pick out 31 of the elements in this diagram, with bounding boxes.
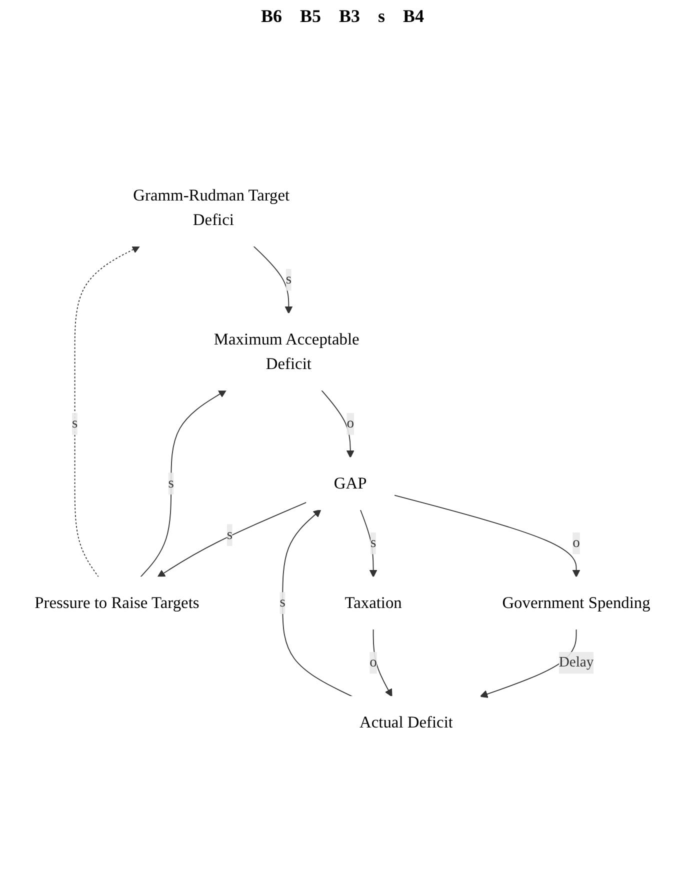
loop-label: s: [378, 6, 386, 27]
edge-label: Delay: [558, 654, 594, 670]
arrow: [157, 502, 308, 578]
node-text: Government Spending: [502, 593, 650, 612]
edge-label: s: [72, 416, 78, 432]
edge-label: s: [280, 594, 286, 610]
arrow: [282, 509, 353, 697]
loop-label: B3: [338, 6, 360, 27]
node-text: Taxation: [344, 593, 402, 612]
arrow: [321, 390, 354, 458]
arrow: [394, 494, 580, 578]
edge-label: o: [346, 416, 354, 432]
loop-label: B4: [403, 6, 424, 27]
edge-label: s: [226, 526, 233, 542]
loop-label: B6: [260, 6, 282, 27]
node-text: GAP: [334, 474, 367, 492]
arrow: [74, 246, 140, 578]
loop-label: B5: [300, 6, 321, 27]
arrow: [372, 628, 392, 697]
node-text: Gramm-Rudman Target Defici: [133, 186, 290, 229]
node-text: Actual Deficit: [360, 712, 453, 732]
node-text: Pressure to Raise Targets: [34, 593, 200, 612]
edge-label: s: [370, 535, 376, 551]
edge-label: s: [168, 475, 174, 491]
node-text: Maximum Acceptable Deficit: [214, 330, 360, 373]
edge-label: s: [286, 272, 292, 288]
arrow: [140, 390, 227, 578]
arrow: [252, 246, 293, 314]
edge-label: o: [370, 654, 377, 670]
edge-label: o: [572, 535, 580, 551]
arrow: [360, 509, 378, 578]
